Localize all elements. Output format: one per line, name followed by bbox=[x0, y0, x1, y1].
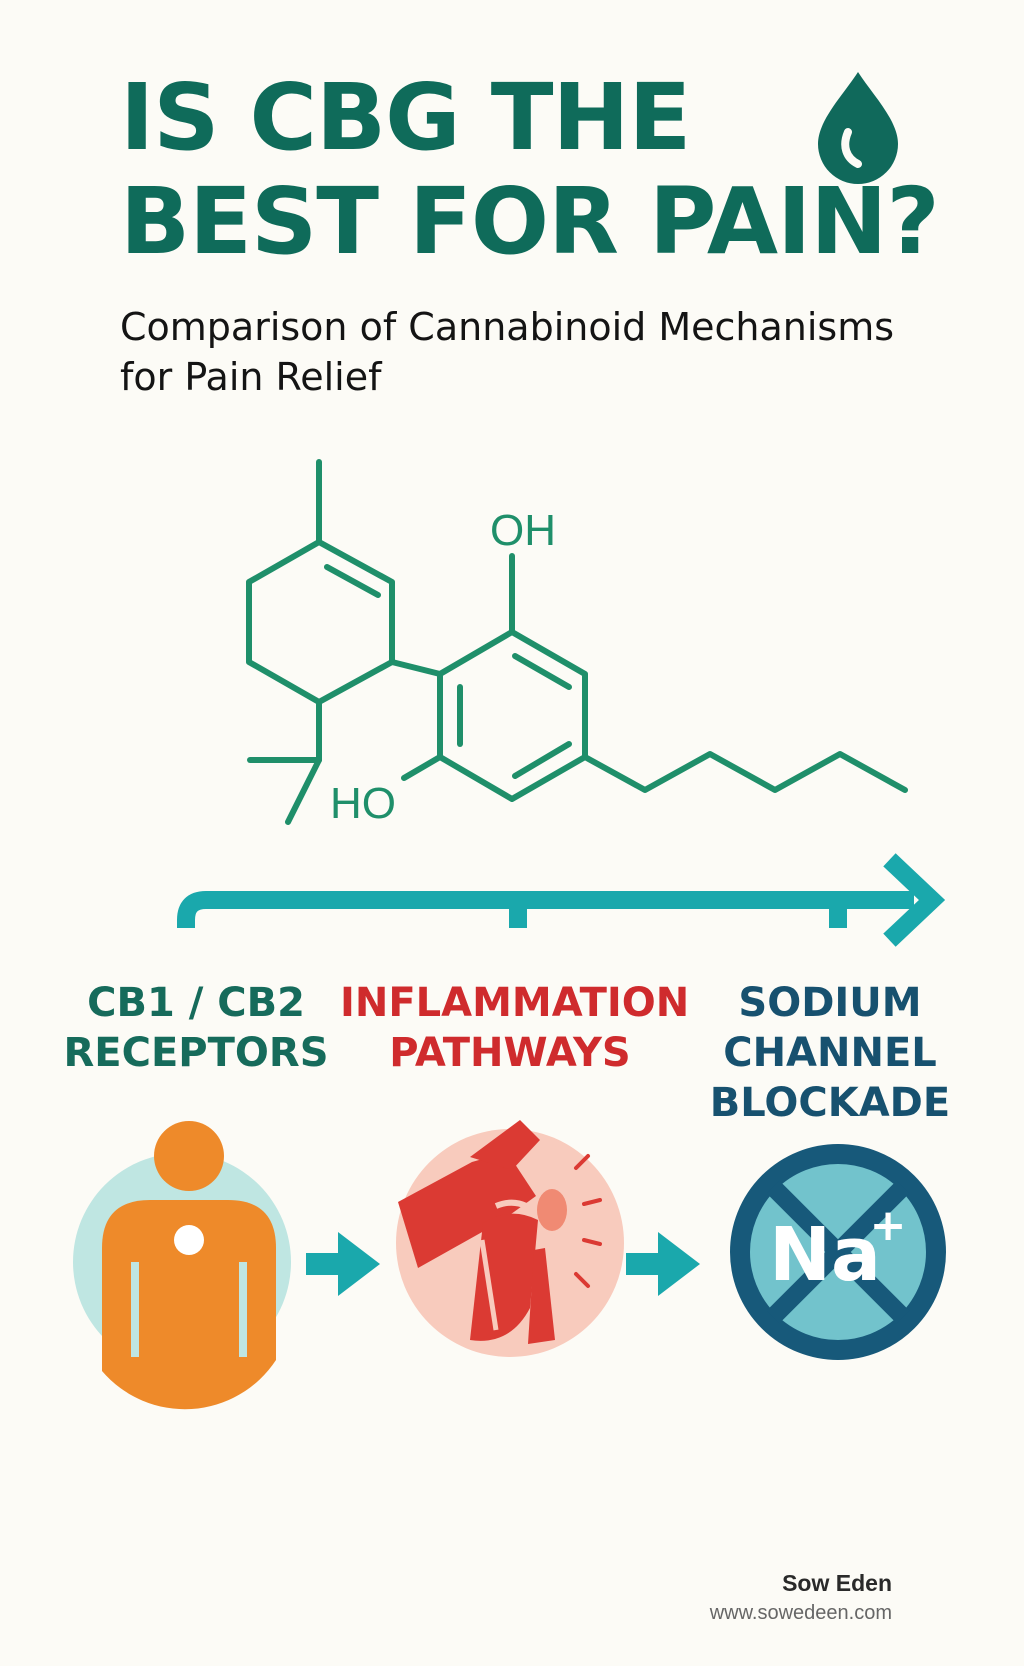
brand-name: Sow Eden bbox=[782, 1570, 892, 1596]
person-receptor-icon bbox=[73, 1121, 291, 1410]
title-line-2: BEST FOR PAIN? bbox=[120, 168, 940, 275]
page-title: IS CBG THE BEST FOR PAIN? bbox=[120, 66, 940, 274]
mechanism-label-line: CHANNEL bbox=[723, 1030, 937, 1076]
mechanism-label-line: CB1 / CB2 bbox=[87, 980, 305, 1026]
bracket-line bbox=[177, 891, 914, 928]
brand-url[interactable]: www.sowedeen.com bbox=[709, 1602, 892, 1624]
benzene-ring bbox=[437, 629, 588, 802]
title-line-1: IS CBG THE bbox=[120, 64, 691, 171]
mechanism-label-inflammation: INFLAMMATION PATHWAYS bbox=[340, 978, 690, 1078]
ring-double-bond bbox=[324, 564, 381, 598]
brand-footer: Sow Eden www.sowedeen.com bbox=[710, 1568, 892, 1628]
mechanism-label-line: BLOCKADE bbox=[709, 1080, 951, 1126]
benzene-inner-bond-2 bbox=[512, 741, 572, 779]
page-subtitle: Comparison of Cannabinoid Mechanisms for… bbox=[120, 302, 980, 402]
bracket-arrowhead bbox=[883, 853, 946, 947]
flow-arrow-1 bbox=[306, 1232, 380, 1296]
mechanism-label-line: RECEPTORS bbox=[63, 1030, 329, 1076]
knee-joint-icon bbox=[396, 1120, 624, 1357]
flow-arrow-2 bbox=[626, 1232, 700, 1296]
sodium-charge: + bbox=[870, 1200, 907, 1251]
mechanism-label-line: INFLAMMATION bbox=[340, 980, 690, 1026]
molecule-label-ho: HO bbox=[330, 779, 396, 828]
hydroxyl-bottom-bond bbox=[401, 754, 443, 781]
molecule-label-oh: OH bbox=[490, 506, 556, 555]
subtitle-line-2: for Pain Relief bbox=[120, 355, 382, 399]
ring-link-bond bbox=[389, 659, 443, 677]
mechanism-label-sodium-channel: SODIUM CHANNEL BLOCKADE bbox=[690, 978, 970, 1128]
cyclohexene-ring bbox=[246, 539, 395, 705]
subtitle-line-1: Comparison of Cannabinoid Mechanisms bbox=[120, 305, 895, 349]
receptor-dot bbox=[174, 1225, 204, 1255]
sodium-blocked-icon: Na + bbox=[730, 1144, 946, 1360]
cbg-molecule-structure bbox=[246, 459, 908, 825]
mechanism-label-line: SODIUM bbox=[738, 980, 922, 1026]
pentyl-chain bbox=[582, 751, 908, 793]
mechanism-label-line: PATHWAYS bbox=[389, 1030, 631, 1076]
sodium-symbol: Na bbox=[769, 1212, 881, 1298]
water-drop-icon bbox=[818, 72, 898, 184]
water-drop-highlight bbox=[841, 128, 862, 168]
mechanism-bracket-arrow bbox=[177, 853, 946, 947]
methyl-down bbox=[285, 757, 322, 825]
mechanism-label-cb-receptors: CB1 / CB2 RECEPTORS bbox=[56, 978, 336, 1078]
benzene-inner-bond-1 bbox=[512, 653, 572, 690]
